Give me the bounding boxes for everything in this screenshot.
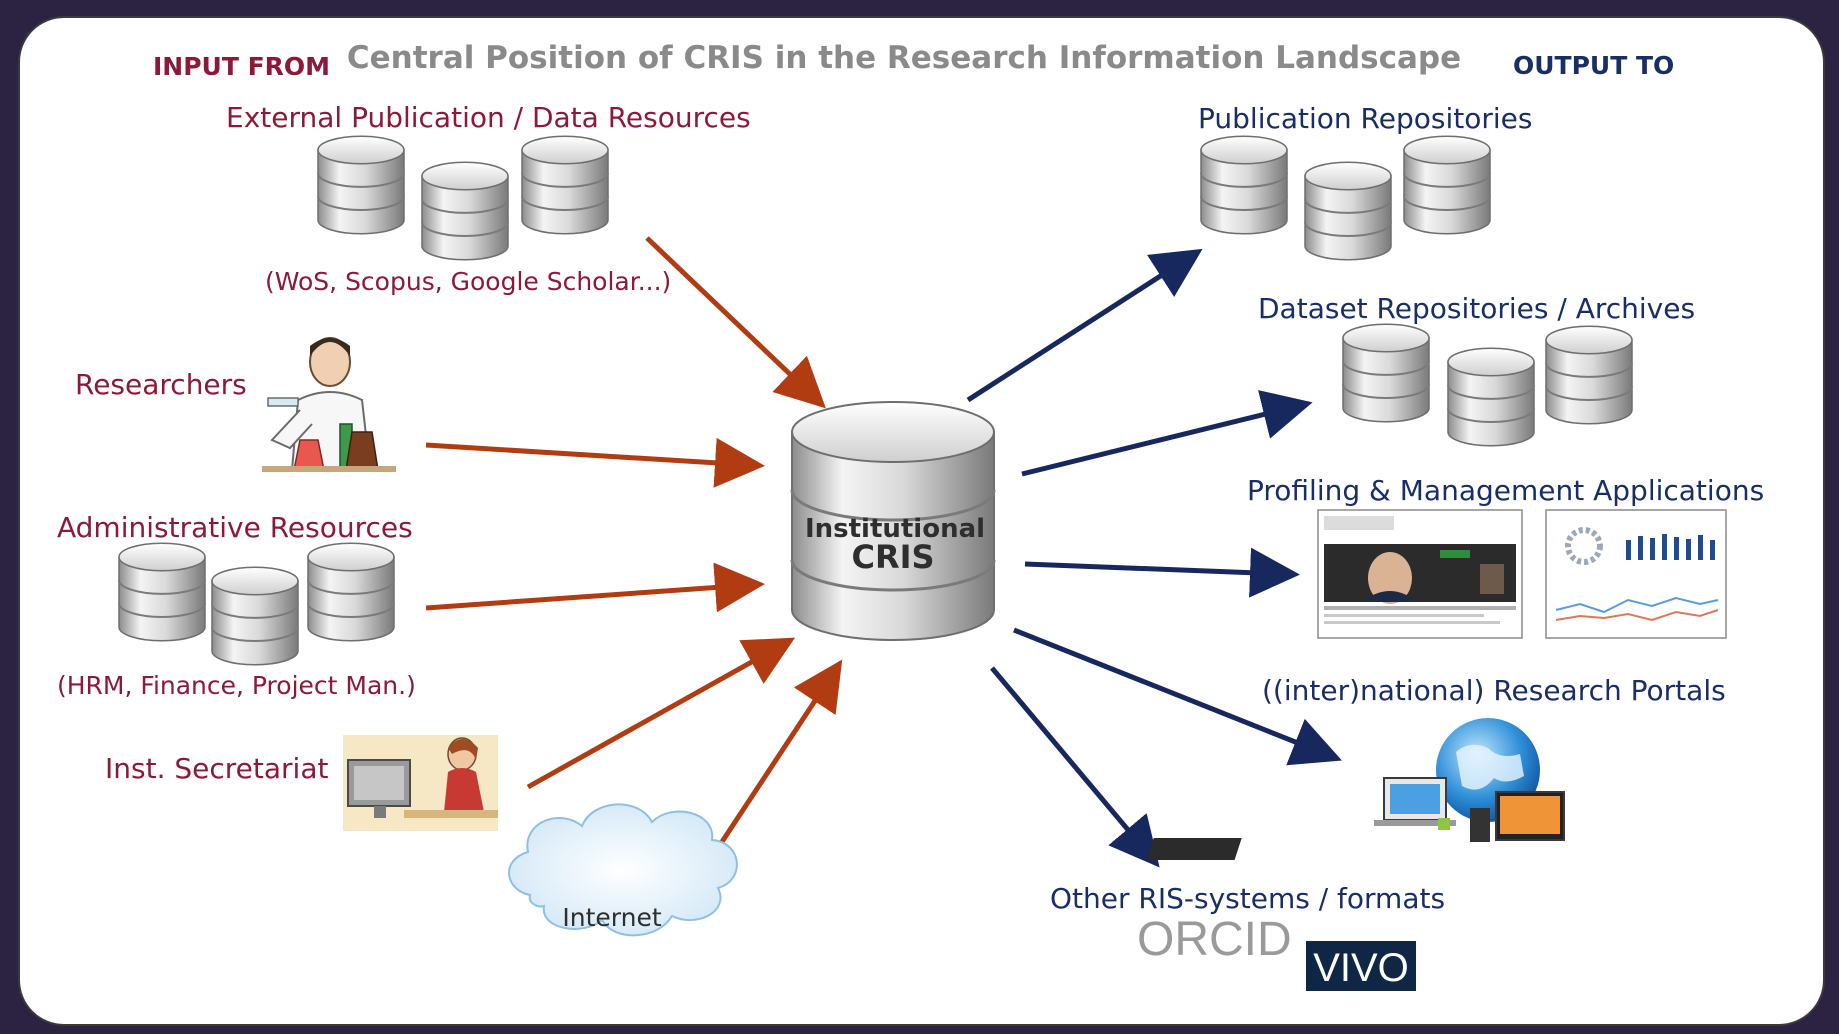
profile-page-screenshot [1317,509,1523,639]
output-arrows [966,248,1342,868]
arrow-internet-to-cris [707,659,843,862]
dataset-repositories-db-3 [1545,325,1633,425]
arrow-cris-to-other [990,666,1160,868]
research-portal-devices [1146,718,1565,860]
external-resources-label: External Publication / Data Resources [226,101,751,134]
vivo-logo: VIVO [1306,941,1416,991]
dataset-repositories-db-2 [1447,347,1535,447]
researchers-label: Researchers [75,368,247,401]
diagram-title: Central Position of CRIS in the Research… [347,40,1461,76]
database-layer [118,135,1633,666]
other-ris-label: Other RIS-systems / formats [1050,882,1445,915]
orcid-logo-text: ORCID [1137,913,1292,966]
arrow-external-to-cris [645,236,826,409]
arrow-cris-to-publication [966,248,1203,403]
input-arrows [425,236,843,862]
secretariat-label: Inst. Secretariat [105,752,328,785]
vivo-logo-text: VIVO [1313,946,1409,990]
external-resources-db-1 [317,135,405,235]
publication-repositories-db-2 [1304,161,1392,261]
profiling-applications-label: Profiling & Management Applications [1247,474,1764,507]
arrow-researchers-to-cris [425,437,765,488]
secretary-icon [343,735,498,831]
external-resources-sub: (WoS, Scopus, Google Scholar...) [265,267,671,296]
administrative-resources-sub: (HRM, Finance, Project Man.) [57,671,416,700]
arrow-cris-to-profiling [1024,547,1300,598]
external-resources-db-2 [421,161,509,261]
cris-label-line2: CRIS [851,538,934,576]
internet-label: Internet [562,903,661,932]
researcher-icon [262,337,396,472]
dataset-repositories-db-1 [1342,323,1430,423]
arrow-admin-to-cris [425,562,765,613]
management-dashboard-screenshot [1545,509,1727,639]
dataset-repositories-label: Dataset Repositories / Archives [1258,292,1695,325]
arrow-cris-to-dataset [1021,390,1313,477]
research-portals-label: ((inter)national) Research Portals [1262,674,1726,707]
orcid-logo: ORCID [1137,913,1292,966]
publication-repositories-db-3 [1403,135,1491,235]
publication-repositories-db-1 [1200,135,1288,235]
input-heading: INPUT FROM [153,52,330,81]
arrow-secretariat-to-cris [526,637,796,790]
institutional-cris: Institutional CRIS [790,401,996,641]
publication-repositories-label: Publication Repositories [1198,102,1532,135]
administrative-resources-db-2 [211,566,299,666]
cris-label-line1: Institutional [805,514,985,544]
output-heading: OUTPUT TO [1513,51,1674,80]
internet-cloud: Internet [508,803,738,937]
administrative-resources-db-1 [118,542,206,642]
arrow-cris-to-portals [1013,627,1342,766]
external-resources-db-3 [521,135,609,235]
administrative-resources-label: Administrative Resources [57,511,413,544]
administrative-resources-db-3 [307,542,395,642]
